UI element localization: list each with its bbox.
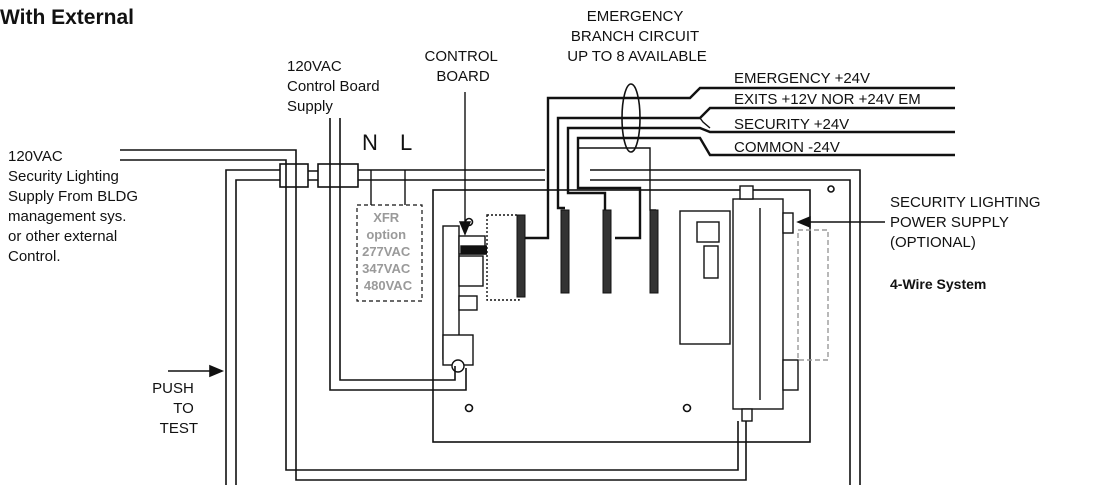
- push-to-test-line-3: TEST: [160, 420, 198, 437]
- security-supply-line-4: management sys.: [8, 208, 126, 225]
- xfr-option-box: [356, 204, 423, 302]
- control-supply-label: 120VAC Control Board Supply: [287, 58, 384, 115]
- diagram-title: With External: [0, 6, 134, 29]
- security-power-supply-line-3: (OPTIONAL): [890, 234, 976, 251]
- terminal-strip-1: [516, 214, 526, 298]
- control-board-line-1: CONTROL: [425, 48, 498, 65]
- xfr-option-line-5: 480VAC: [364, 278, 413, 293]
- system-type-label: 4-Wire System: [890, 276, 986, 292]
- enclosure-frame: [225, 169, 861, 485]
- xfr-option-line-1: XFR: [373, 210, 400, 225]
- wire-label-exits: EXITS +12V NOR +24V EM: [734, 91, 921, 108]
- neutral-label: N: [362, 130, 378, 155]
- wire-bundle-marker: [621, 83, 641, 153]
- terminal-strip-4: [649, 209, 659, 294]
- terminal-strips: [516, 209, 659, 298]
- security-power-supply-line-1: SECURITY LIGHTING: [890, 194, 1041, 211]
- security-supply-line-6: Control.: [8, 248, 61, 265]
- terminal-strip-3: [602, 209, 612, 294]
- control-board-line-2: BOARD: [436, 68, 490, 85]
- pointer-arrows: [370, 92, 885, 236]
- control-board-label: CONTROL BOARD: [425, 48, 502, 85]
- push-to-test-line-2: TO: [173, 400, 194, 417]
- security-supply-line-2: Security Lighting: [8, 168, 119, 185]
- emergency-wires-thin: [578, 117, 711, 211]
- terminal-strip-2: [560, 209, 570, 294]
- emergency-circuit-line-1: EMERGENCY: [587, 8, 684, 25]
- emergency-circuit-line-3: UP TO 8 AVAILABLE: [567, 48, 707, 65]
- conduit-fitting-left: [279, 163, 309, 188]
- security-supply-line-3: Supply From BLDG: [8, 188, 138, 205]
- security-supply-label: 120VAC Security Lighting Supply From BLD…: [8, 148, 142, 265]
- wire-label-emergency: EMERGENCY +24V: [734, 70, 870, 87]
- security-supply-line-5: or other external: [8, 228, 117, 245]
- xfr-option-line-3: 277VAC: [362, 244, 411, 259]
- push-to-test-arrow: [168, 364, 225, 378]
- security-supply-wires: [120, 149, 747, 481]
- push-to-test-line-1: PUSH: [152, 380, 194, 397]
- emergency-circuit-line-2: BRANCH CIRCUIT: [571, 28, 699, 45]
- push-to-test-label: PUSH TO TEST: [152, 380, 198, 437]
- emergency-circuit-label: EMERGENCY BRANCH CIRCUIT UP TO 8 AVAILAB…: [567, 8, 707, 65]
- line-label: L: [400, 130, 412, 155]
- xfr-option-label: XFR option 277VAC 347VAC 480VAC: [362, 210, 414, 293]
- control-supply-line-2: Control Board: [287, 78, 380, 95]
- xfr-option-line-4: 347VAC: [362, 261, 411, 276]
- control-board: [442, 214, 520, 373]
- control-supply-line-3: Supply: [287, 98, 333, 115]
- security-supply-line-1: 120VAC: [8, 148, 63, 165]
- control-supply-wires: [329, 118, 467, 391]
- security-power-supply-line-2: POWER SUPPLY: [890, 214, 1009, 231]
- security-power-supply: [679, 185, 829, 422]
- conduit-fitting-right: [317, 163, 359, 188]
- security-power-supply-label: SECURITY LIGHTING POWER SUPPLY (OPTIONAL…: [890, 194, 1045, 251]
- conduit-fittings: [279, 163, 359, 188]
- wire-label-security: SECURITY +24V: [734, 116, 849, 133]
- control-supply-line-1: 120VAC: [287, 58, 342, 75]
- emergency-wires: [522, 86, 955, 240]
- xfr-option-line-2: option: [366, 227, 406, 242]
- wire-label-common: COMMON -24V: [734, 139, 840, 156]
